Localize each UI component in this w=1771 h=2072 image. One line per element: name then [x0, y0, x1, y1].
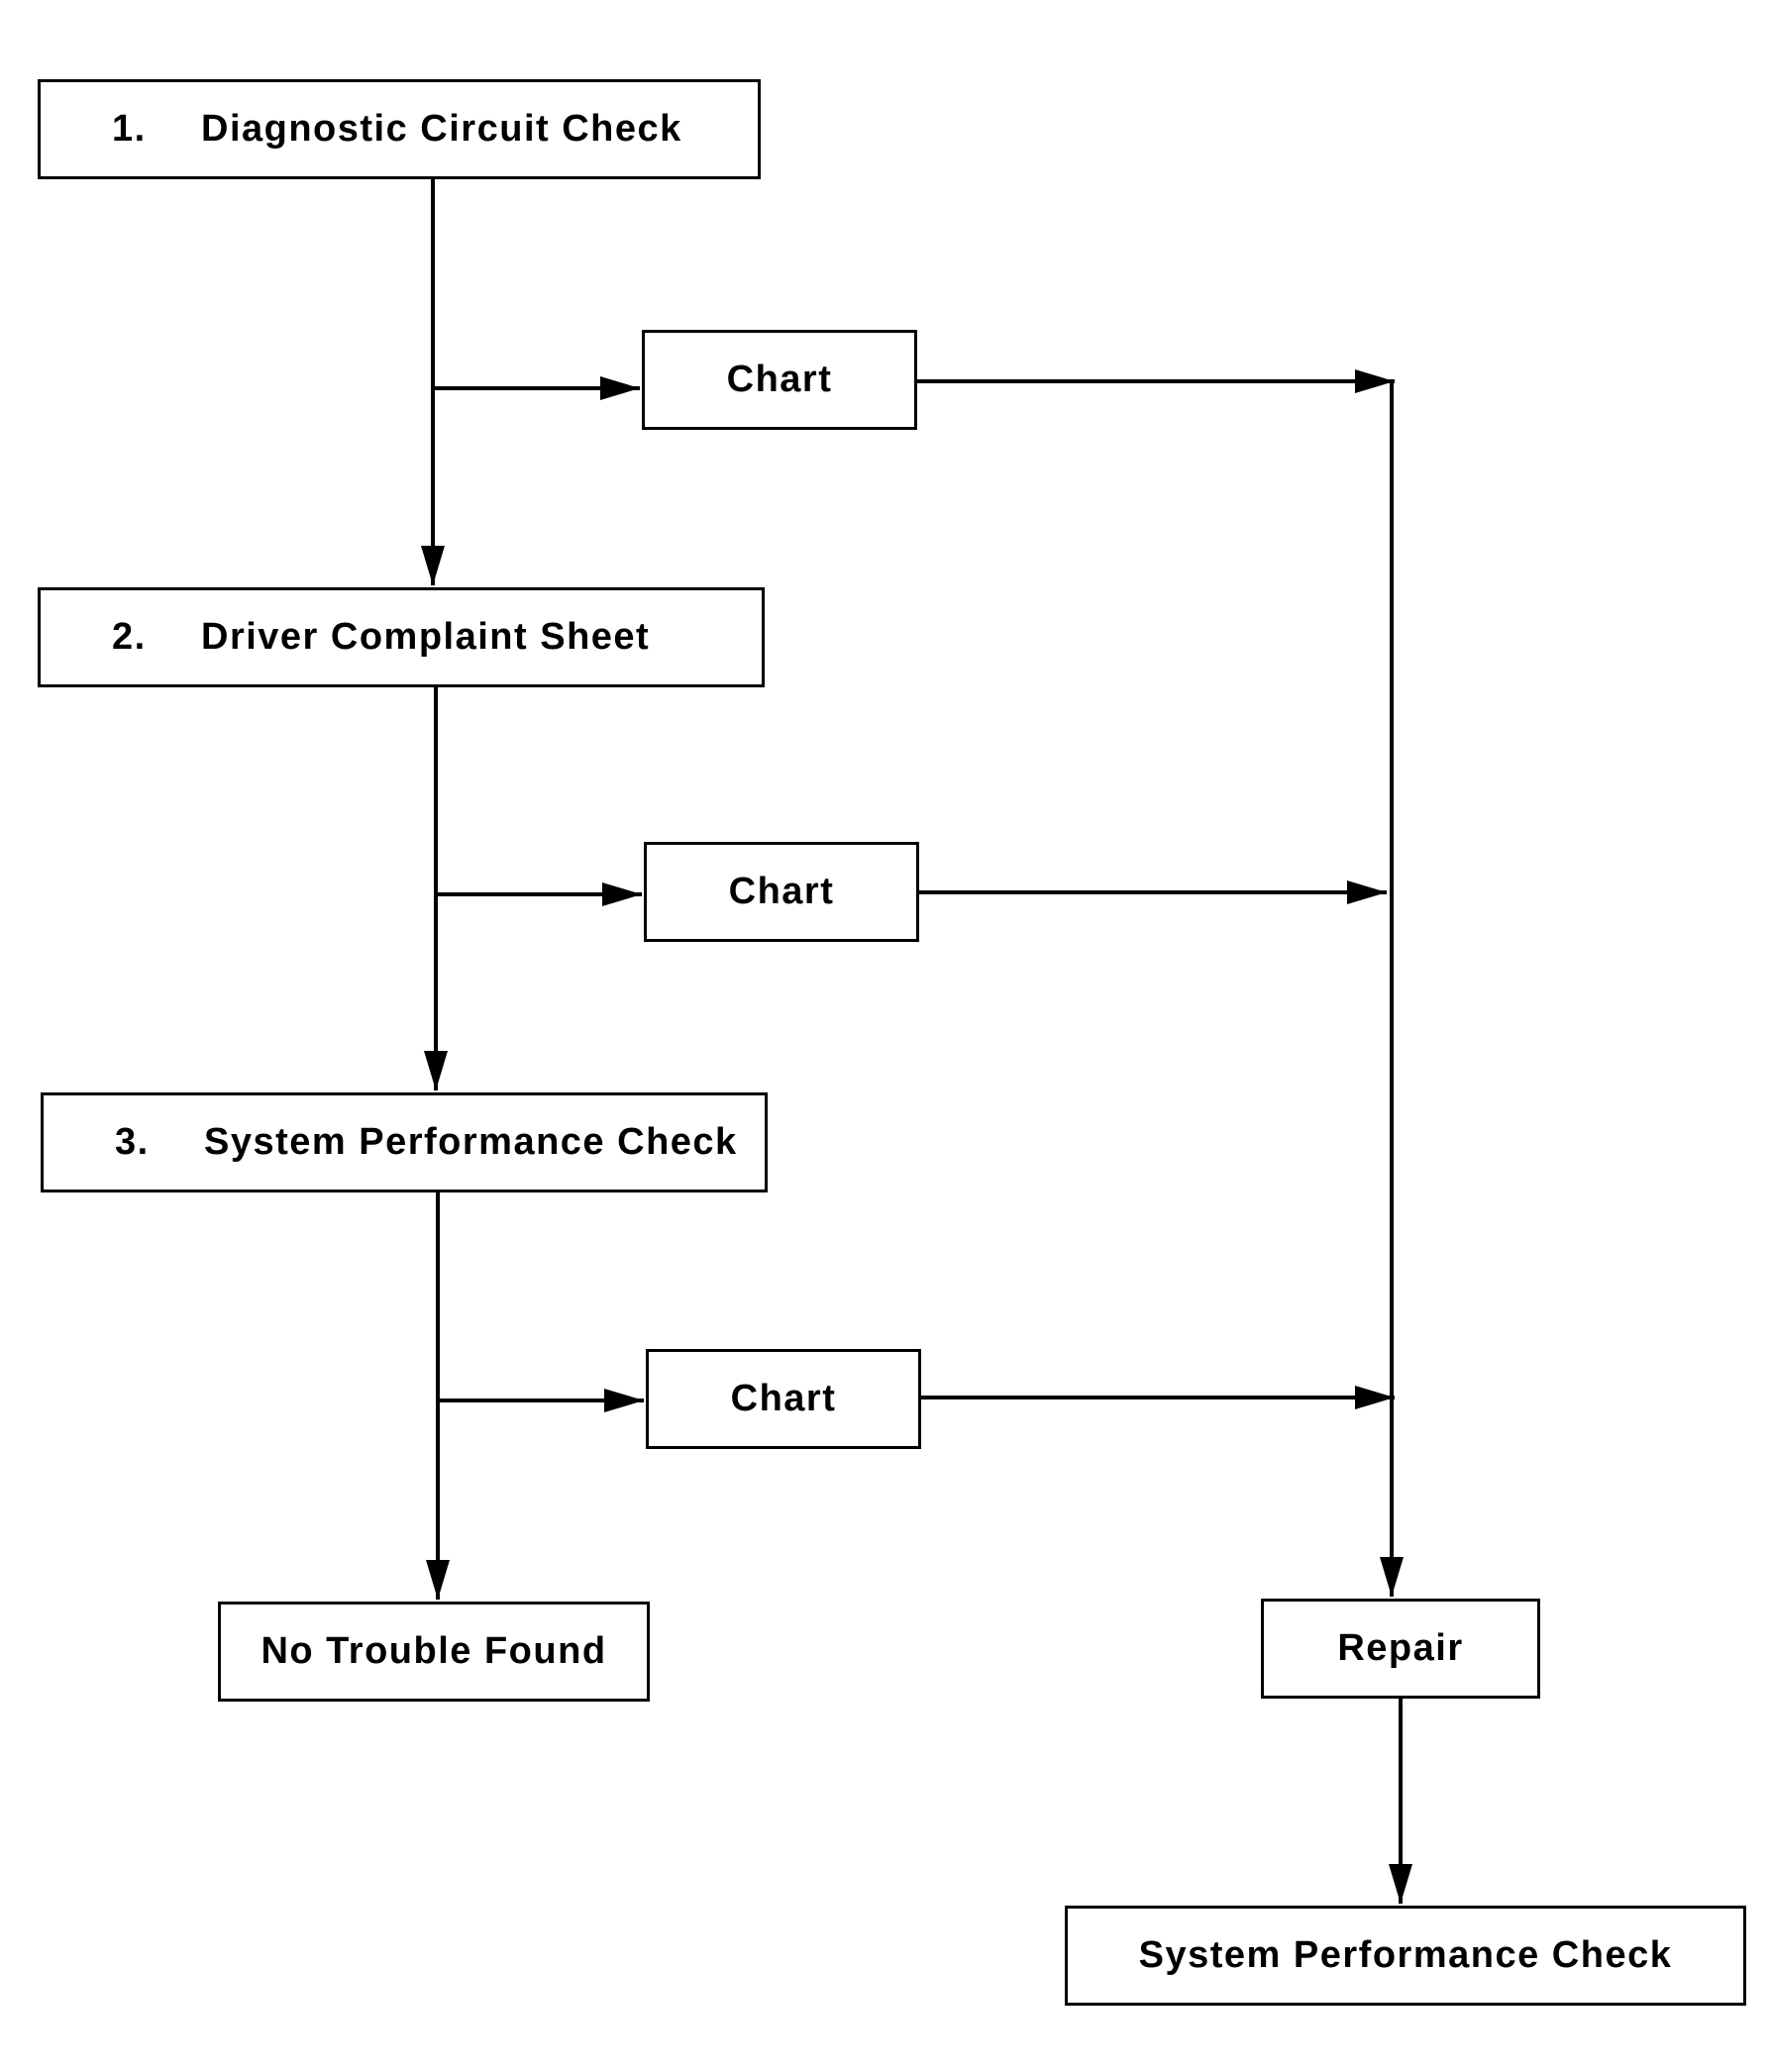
- chart-box-3: Chart: [646, 1349, 921, 1449]
- chart-box-2: Chart: [644, 842, 919, 942]
- no-trouble-label: No Trouble Found: [260, 1630, 607, 1672]
- step-number: 3.: [115, 1121, 150, 1163]
- repair-box: Repair: [1261, 1599, 1540, 1699]
- step-label: Driver Complaint Sheet: [201, 616, 651, 658]
- step-system-performance-check: 3. System Performance Check: [41, 1092, 768, 1192]
- step-driver-complaint-sheet: 2. Driver Complaint Sheet: [38, 587, 765, 687]
- step-label: Diagnostic Circuit Check: [201, 108, 682, 150]
- final-system-performance-check-box: System Performance Check: [1065, 1906, 1746, 2006]
- no-trouble-found-box: No Trouble Found: [218, 1602, 650, 1702]
- step-diagnostic-circuit-check: 1. Diagnostic Circuit Check: [38, 79, 761, 179]
- step-label: System Performance Check: [204, 1121, 738, 1163]
- step-number: 2.: [112, 616, 147, 658]
- repair-label: Repair: [1337, 1627, 1464, 1669]
- chart-label: Chart: [728, 871, 835, 912]
- chart-label: Chart: [730, 1378, 837, 1419]
- final-check-label: System Performance Check: [1138, 1934, 1673, 1976]
- chart-label: Chart: [726, 359, 833, 400]
- step-number: 1.: [112, 108, 147, 150]
- chart-box-1: Chart: [642, 330, 917, 430]
